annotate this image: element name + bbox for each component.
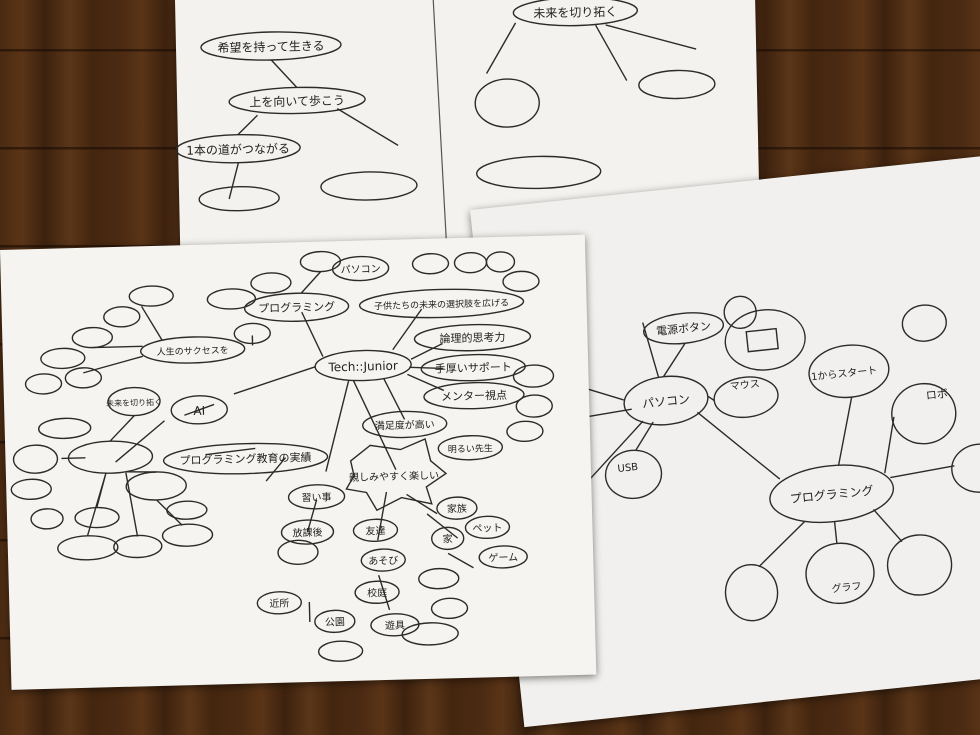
right-node-power-label: 電源ボタン bbox=[655, 318, 711, 338]
node-friendly-fun-label: 親しみやすく楽しい bbox=[349, 469, 439, 484]
node-education-record bbox=[162, 442, 329, 475]
top-node-3-label: 1本の道がつながる bbox=[186, 141, 290, 158]
top-sheet-mindmap: 希望を持って生きる 上を向いて歩こう 1本の道がつながる 未来を切り拓く bbox=[175, 0, 716, 295]
node-open-future-label: 未来を切り拓く bbox=[106, 397, 162, 408]
main-sheet-mindmap: Tech::Junior 論理的思考力 手厚いサポート メンター視点 プログラミ… bbox=[10, 250, 555, 662]
node-park bbox=[314, 609, 356, 634]
node-home bbox=[431, 526, 465, 551]
node-programming-label: プログラミング bbox=[258, 299, 335, 315]
top-node-4 bbox=[512, 0, 639, 27]
node-family-label: 家族 bbox=[447, 502, 467, 516]
node-friends-label: 友達 bbox=[365, 524, 385, 538]
node-schoolyard-label: 校庭 bbox=[367, 586, 387, 600]
node-game bbox=[478, 545, 528, 569]
node-cheerful-teacher bbox=[437, 435, 504, 461]
top-node-2-label: 上を向いて歩こう bbox=[249, 92, 345, 109]
node-after-school-label: 放課後 bbox=[292, 526, 322, 540]
right-node-mouse-label: マウス bbox=[729, 378, 760, 393]
right-node-graph bbox=[805, 542, 875, 605]
node-cheerful-teacher-label: 明るい先生 bbox=[448, 442, 493, 455]
node-life-success-label: 人生のサクセスを bbox=[157, 344, 229, 358]
top-node-4-label: 未来を切り拓く bbox=[533, 5, 617, 21]
right-node-robot bbox=[891, 382, 957, 445]
node-support-label: 手厚いサポート bbox=[435, 360, 512, 376]
right-node-scratch-label: 1からスタート bbox=[811, 364, 878, 383]
node-friends bbox=[352, 518, 399, 542]
right-sheet-mindmap: パソコン プログラミング 電源ボタン マウス USB 1からスタート ロボ グラ… bbox=[537, 295, 980, 622]
node-logical-thinking-label: 論理的思考力 bbox=[439, 330, 505, 346]
node-mentor bbox=[423, 381, 525, 410]
node-play-label: あそび bbox=[368, 555, 398, 568]
node-pet-label: ペット bbox=[472, 523, 502, 535]
node-after-school bbox=[280, 519, 335, 545]
node-home-label: 家 bbox=[443, 532, 453, 545]
right-node-pc-label: パソコン bbox=[641, 392, 690, 411]
right-node-mouse bbox=[713, 376, 779, 419]
node-mentor-label: メンター視点 bbox=[441, 388, 507, 404]
center-node-label: Tech::Junior bbox=[327, 359, 398, 375]
node-logical-thinking bbox=[413, 323, 532, 352]
center-node bbox=[314, 349, 412, 382]
node-playground-label: 遊具 bbox=[385, 619, 405, 633]
top-node-3 bbox=[175, 133, 301, 164]
top-node-1-label: 希望を持って生きる bbox=[217, 38, 324, 55]
node-family bbox=[436, 496, 478, 520]
right-paper-sheet: パソコン プログラミング 電源ボタン マウス USB 1からスタート ロボ グラ… bbox=[470, 153, 980, 728]
node-lessons-label: 習い事 bbox=[301, 490, 331, 504]
node-choices bbox=[358, 288, 525, 319]
node-choices-label: 子供たちの未来の選択肢を広げる bbox=[374, 297, 509, 313]
top-paper-sheet: 希望を持って生きる 上を向いて歩こう 1本の道がつながる 未来を切り拓く bbox=[175, 0, 762, 300]
right-node-usb bbox=[604, 449, 663, 500]
node-pc-label: パソコン bbox=[340, 263, 380, 276]
node-neighborhood bbox=[256, 591, 303, 615]
node-ai-label: AI bbox=[193, 404, 205, 418]
node-satisfaction bbox=[362, 410, 448, 439]
right-node-graph-label: グラフ bbox=[831, 579, 862, 595]
node-satisfaction-label: 満足度が高い bbox=[375, 418, 435, 433]
node-game-label: ゲーム bbox=[488, 552, 518, 565]
node-pet bbox=[464, 515, 511, 540]
main-paper-sheet: Tech::Junior 論理的思考力 手厚いサポート メンター視点 プログラミ… bbox=[0, 234, 597, 690]
node-programming bbox=[243, 292, 350, 323]
node-lessons bbox=[287, 484, 346, 510]
node-ai bbox=[170, 395, 228, 425]
node-park-label: 公園 bbox=[325, 616, 345, 629]
top-node-1 bbox=[200, 31, 342, 61]
right-node-robot-label: ロボ bbox=[925, 387, 948, 402]
right-node-programming-label: プログラミング bbox=[789, 483, 874, 506]
node-play bbox=[360, 548, 406, 572]
node-friendly-fun bbox=[345, 437, 448, 512]
node-life-success bbox=[140, 336, 246, 364]
right-node-pc bbox=[623, 375, 709, 426]
node-education-record-label: プログラミング教育の実績 bbox=[179, 450, 311, 467]
node-schoolyard bbox=[354, 580, 400, 604]
right-node-usb-label: USB bbox=[617, 462, 639, 475]
node-neighborhood-label: 近所 bbox=[269, 597, 289, 611]
